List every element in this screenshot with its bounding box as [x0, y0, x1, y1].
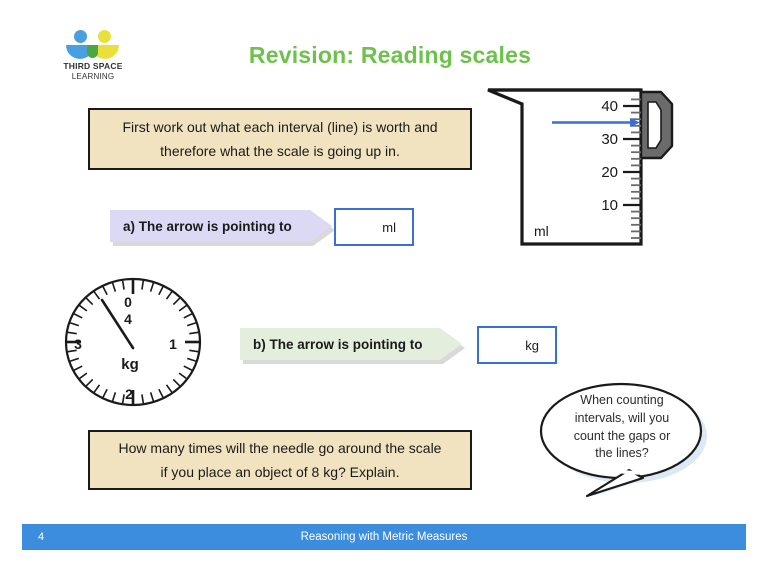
speech-bubble-text: When counting intervals, will you count …: [556, 392, 688, 463]
footer-bar: Reasoning with Metric Measures 4: [22, 524, 746, 550]
speech-bubble-outline: [539, 382, 703, 498]
logo-yellow-dot-icon: [98, 30, 111, 43]
measuring-jug-diagram: 40 30 20 10 ml: [487, 88, 674, 246]
question-b-answer-unit: kg: [525, 337, 539, 353]
dial-label-3: 3: [74, 336, 82, 352]
jug-major-ticks: [623, 104, 641, 207]
challenge-line-1: How many times will the needle go around…: [118, 439, 442, 456]
question-a-answer-unit: ml: [382, 219, 396, 235]
logo-wordmark: THIRD SPACE LEARNING: [57, 61, 129, 81]
dial-label-4: 4: [124, 311, 132, 327]
logo-blue-dot-icon: [74, 30, 87, 43]
jug-handle-slot-icon: [647, 101, 662, 149]
jug-tick-label-40: 40: [601, 98, 618, 115]
jug-unit-label: ml: [534, 223, 549, 239]
question-a-prompt: a) The arrow is pointing to: [123, 218, 292, 234]
slide-title: Revision: Reading scales: [248, 42, 532, 68]
logo-mark-icon: [65, 30, 123, 60]
question-b-answer-box[interactable]: kg: [477, 326, 557, 364]
instruction-line-1: First work out what each interval (line)…: [122, 118, 438, 135]
dial-label-1: 1: [169, 336, 177, 352]
instruction-box: First work out what each interval (line)…: [88, 108, 472, 170]
jug-tick-label-20: 20: [601, 164, 618, 181]
logo-green-arc-icon: [87, 45, 98, 58]
speech-bubble-line-1: When counting: [580, 393, 664, 407]
footer-title: Reasoning with Metric Measures: [300, 531, 468, 543]
question-b-prompt: b) The arrow is pointing to: [253, 336, 423, 352]
dial-needle-icon: [100, 298, 135, 350]
speech-bubble-line-4: the lines?: [595, 446, 649, 461]
jug-tick-label-30: 30: [601, 131, 618, 148]
speech-bubble-line-2: intervals, will you: [574, 410, 670, 425]
challenge-box: How many times will the needle go around…: [88, 430, 472, 490]
logo-wordmark-line1: THIRD SPACE: [63, 61, 123, 71]
dial-label-2: 2: [125, 386, 133, 402]
dial-unit-label: kg: [121, 356, 139, 373]
third-space-learning-logo: THIRD SPACE LEARNING: [57, 30, 129, 81]
question-b-banner: b) The arrow is pointing to: [240, 328, 462, 360]
jug-tick-label-10: 10: [601, 197, 618, 214]
dial-scale-diagram: 0 4 1 2 3 kg: [64, 277, 202, 407]
question-a-answer-box[interactable]: ml: [334, 208, 414, 246]
jug-minor-ticks: [631, 98, 641, 239]
dial-outer-circle: [64, 277, 202, 407]
speech-bubble-line-3: count the gaps or: [573, 428, 671, 443]
logo-wordmark-line2: LEARNING: [71, 71, 115, 81]
jug-body-outline: [487, 88, 643, 246]
instruction-line-2: therefore what the scale is going up in.: [160, 143, 400, 159]
speech-bubble: [539, 382, 707, 498]
footer-page-number: 4: [38, 531, 45, 543]
dial-tick-marks: [67, 280, 199, 404]
logo-yellow-arc-icon: [91, 45, 119, 59]
jug-arrow-indicator: [552, 118, 640, 127]
question-a-banner: a) The arrow is pointing to: [110, 210, 332, 242]
challenge-line-2: if you place an object of 8 kg? Explain.: [160, 464, 400, 480]
dial-label-0: 0: [124, 294, 132, 310]
